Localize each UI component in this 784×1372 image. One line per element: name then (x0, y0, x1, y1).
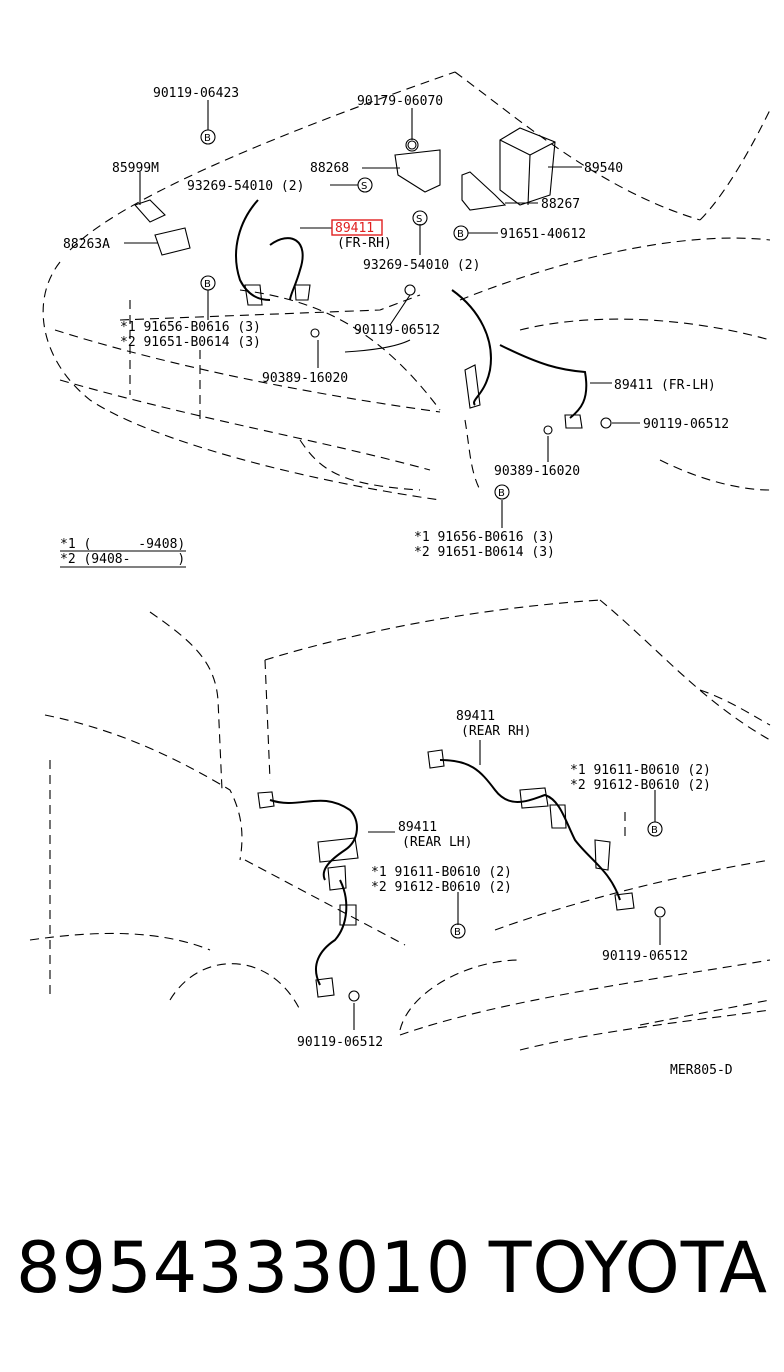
note-star1: *1 ( -9408) (60, 537, 185, 552)
label-90119-06512-b: 90119-06512 (643, 417, 729, 432)
rear-car-outline (29, 599, 771, 1051)
label-89411-rear-rh: 89411 (456, 709, 495, 724)
leader-lines-top (124, 100, 640, 528)
label-rear-lh: (REAR LH) (402, 835, 472, 850)
label-93269-54010-a: 93269-54010 (2) (187, 179, 304, 194)
label-91651-40612: 91651-40612 (500, 227, 586, 242)
footer: 8954333010 TOYOTA (0, 1218, 784, 1318)
label-front-star2-b: *2 91651-B0614 (3) (414, 545, 555, 560)
label-89411-fr-lh: 89411 (FR-LH) (614, 378, 716, 393)
label-90119-06512-c: 90119-06512 (602, 949, 688, 964)
part-number: 8954333010 (16, 1227, 472, 1309)
label-rear-star1-a: *1 91611-B0610 (2) (570, 763, 711, 778)
leader-lines-bottom (353, 740, 661, 1030)
label-fr-rh: (FR-RH) (337, 236, 392, 251)
label-90389-16020-a: 90389-16020 (262, 371, 348, 386)
marker-s: S (361, 181, 367, 192)
label-90389-16020-b: 90389-16020 (494, 464, 580, 479)
label-rear-star1-b: *1 91611-B0610 (2) (371, 865, 512, 880)
markers-top: B S S B B B (200, 129, 510, 500)
label-93269-54010-b: 93269-54010 (2) (363, 258, 480, 273)
markers-bottom: B B (450, 821, 663, 939)
marker-b: B (204, 133, 211, 144)
label-90119-06512-a: 90119-06512 (354, 323, 440, 338)
label-89411-fr: 89411 (335, 221, 374, 236)
label-90119-06512-d: 90119-06512 (297, 1035, 383, 1050)
sensor-fr-lh-drawing (451, 289, 588, 429)
label-88268: 88268 (310, 161, 349, 176)
labels-top: 90119-06423 90179-06070 85999M 88268 895… (63, 86, 729, 560)
year-notes: *1 ( -9408) *2 (9408- ) (60, 537, 186, 568)
label-88267: 88267 (541, 197, 580, 212)
sensor-fr-rh-drawing (235, 199, 311, 306)
marker-b: B (498, 488, 505, 499)
sensor-rear-lh-drawing (257, 791, 359, 998)
label-rear-star2-a: *2 91612-B0610 (2) (570, 778, 711, 793)
marker-b: B (457, 229, 464, 240)
parts-diagram: B S S B B B 90119-06423 90179-06070 8599… (29, 71, 771, 1078)
label-rear-rh: (REAR RH) (461, 724, 531, 739)
label-front-star1-a: *1 91656-B0616 (3) (120, 320, 261, 335)
brand-name: TOYOTA (488, 1227, 768, 1309)
label-90179-06070: 90179-06070 (357, 94, 443, 109)
label-rear-star2-b: *2 91612-B0610 (2) (371, 880, 512, 895)
label-89540: 89540 (584, 161, 623, 176)
label-90119-06423: 90119-06423 (153, 86, 239, 101)
label-89411-rear-lh: 89411 (398, 820, 437, 835)
marker-s: S (416, 214, 422, 225)
label-85999m: 85999M (112, 161, 159, 176)
highlight-box-89411 (331, 219, 383, 236)
labels-bottom: 89411 (REAR RH) *1 91611-B0610 (2) *2 91… (297, 709, 733, 1078)
label-front-star2-a: *2 91651-B0614 (3) (120, 335, 261, 350)
note-star2: *2 (9408- ) (60, 552, 185, 567)
bracket-drawings (134, 149, 507, 256)
sensor-rear-rh-drawing (427, 749, 635, 911)
label-front-star1-b: *1 91656-B0616 (3) (414, 530, 555, 545)
ecu-89540-drawing (499, 127, 556, 206)
marker-b: B (651, 825, 658, 836)
marker-b: B (454, 927, 461, 938)
marker-b: B (204, 279, 211, 290)
bolt-drawings (310, 140, 666, 1002)
diagram-code: MER805-D (670, 1063, 733, 1078)
label-88263a: 88263A (63, 237, 110, 252)
